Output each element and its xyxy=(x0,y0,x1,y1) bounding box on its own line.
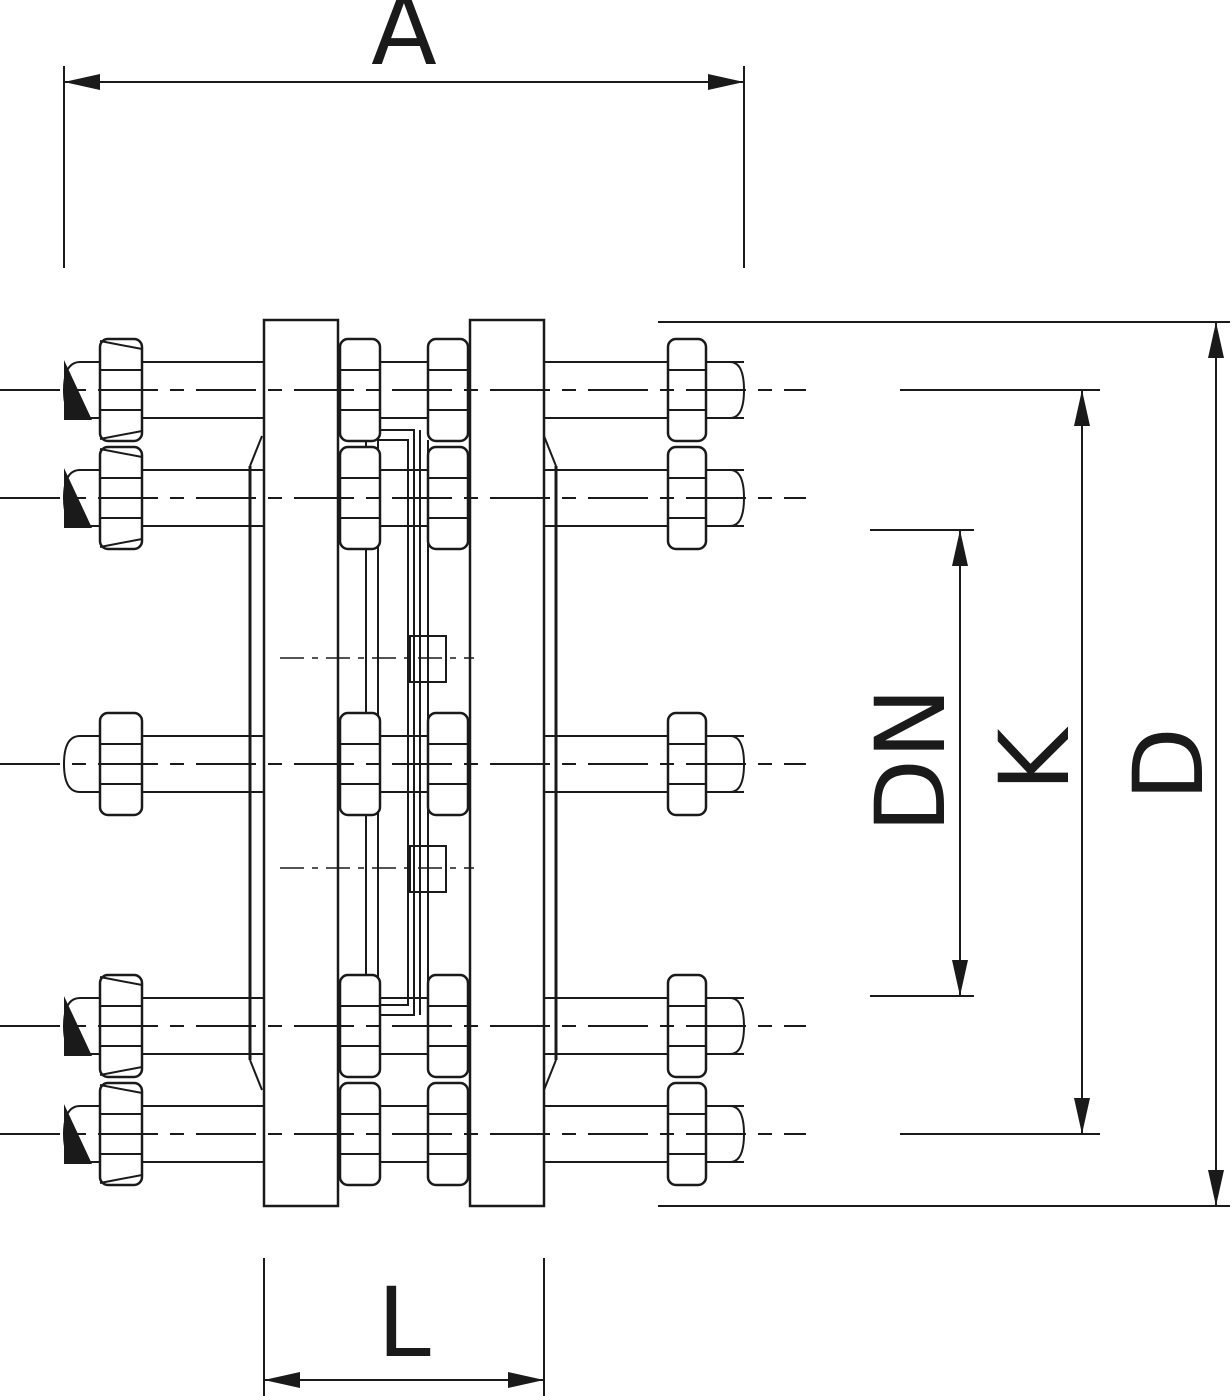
dimension-a: A xyxy=(63,0,745,268)
bolt-end-left xyxy=(62,735,81,793)
dimension-d: D xyxy=(658,321,1230,1207)
dimension-l: L xyxy=(263,1258,545,1396)
label-dn: DN xyxy=(855,687,967,833)
bolt-group xyxy=(62,337,746,1187)
taper-line xyxy=(99,430,143,440)
taper-line xyxy=(99,1174,143,1184)
taper-line xyxy=(99,538,143,548)
middle-nut-stacks xyxy=(338,337,470,1187)
taper-line xyxy=(99,1084,143,1094)
label-d: D xyxy=(1113,727,1225,801)
label-l: L xyxy=(377,1267,430,1379)
taper-line xyxy=(99,1066,143,1076)
taper-line xyxy=(99,340,143,350)
label-k: K xyxy=(979,726,1091,791)
dimension-dn: DN xyxy=(855,529,974,997)
dimension-k: K xyxy=(900,389,1100,1135)
taper-line xyxy=(99,448,143,458)
center-lines xyxy=(0,389,806,1135)
label-a: A xyxy=(371,0,437,87)
taper-line xyxy=(99,976,143,986)
